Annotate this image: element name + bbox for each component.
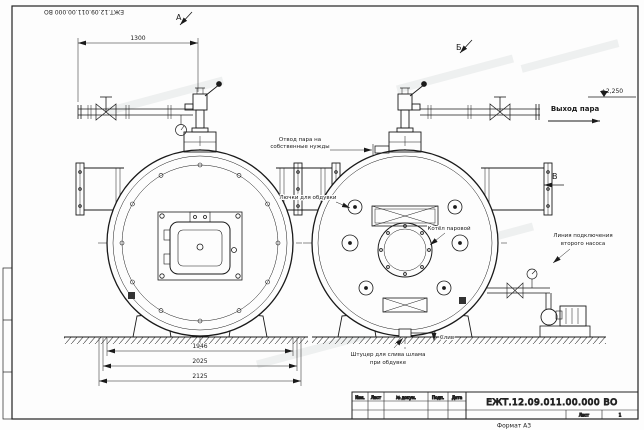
title-block: Изм. Лист № докум. Подп. Дата ЕЖТ.12.09.… (351, 391, 639, 420)
level-mark-label: +2,250 (601, 88, 623, 95)
sludge-label-1: Штуцер для слива шлама (351, 352, 426, 358)
dim-shell-dia: 1946 (192, 343, 207, 350)
titleblock-col-doc: № докум. (396, 395, 416, 400)
pump-line-label-1: Линия подключения (553, 233, 612, 239)
pump-pressure-gauge (526, 268, 538, 280)
own-needs-label-1: Отвод пара на (279, 137, 321, 143)
view-b-label: Б (456, 43, 462, 52)
titleblock-col-list: Лист (371, 395, 382, 400)
left-view (75, 81, 341, 352)
own-needs-label-2: собственные нужды (270, 144, 329, 150)
own-needs-outlet (374, 145, 390, 154)
pump-line (487, 268, 552, 309)
right-shell (311, 149, 499, 337)
left-piping (77, 96, 193, 136)
pump-line-label-2: второго насоса (561, 241, 605, 247)
dim-top-run: 1300 (130, 35, 145, 42)
right-valve-stack (372, 81, 427, 155)
ground (64, 336, 606, 344)
titleblock-sheet-label: Лист (579, 413, 590, 418)
handholes (341, 199, 469, 296)
titleblock-sheet-value: 1 (619, 413, 622, 418)
left-bolt-circle (119, 162, 281, 324)
right-view (293, 81, 591, 352)
view-markers: А Б В (176, 11, 564, 188)
drain-label: Слив (440, 335, 454, 341)
annotations: Отвод пара на собственные нужды Лючки дл… (269, 136, 613, 367)
steam-out-label: Выход пара (551, 105, 600, 113)
steam-out-marker: Выход пара +2,250 (548, 87, 636, 124)
center-manhole (377, 222, 433, 278)
format-label: Формат А3 (497, 423, 531, 430)
sludge-label-2: при обдувке (370, 360, 407, 366)
bottom-hatch (382, 297, 428, 313)
titleblock-col-podp: Подп. (432, 395, 444, 400)
doc-number-main: ЕЖТ.12.09.011.00.000 ВО (486, 398, 618, 408)
left-valve-stack (183, 81, 222, 153)
steam-piping (420, 96, 540, 121)
view-v-label: В (552, 172, 558, 181)
dimensions: 1300 1946 2025 2125 (77, 34, 302, 386)
right-fitting-dark (459, 297, 466, 304)
titleblock-col-data: Дата (452, 395, 463, 400)
doc-number-top: ЕЖТ.12.09.011.00.000 ВО (44, 8, 124, 15)
left-sight-glass (128, 292, 135, 299)
pump-unit (539, 305, 591, 338)
furnace-door (157, 211, 243, 281)
hatches-label: Лючки для обдувки (280, 195, 337, 201)
view-a-label: А (176, 13, 182, 22)
sheet-frame (2, 5, 639, 420)
dim-base-width: 2125 (192, 373, 207, 380)
left-pressure-gauge (175, 124, 187, 136)
dim-support-span: 2025 (192, 358, 207, 365)
left-shell (106, 149, 294, 337)
titleblock-col-izm: Изм. (355, 395, 364, 400)
boiler-label: Котёл паровой (427, 225, 471, 232)
